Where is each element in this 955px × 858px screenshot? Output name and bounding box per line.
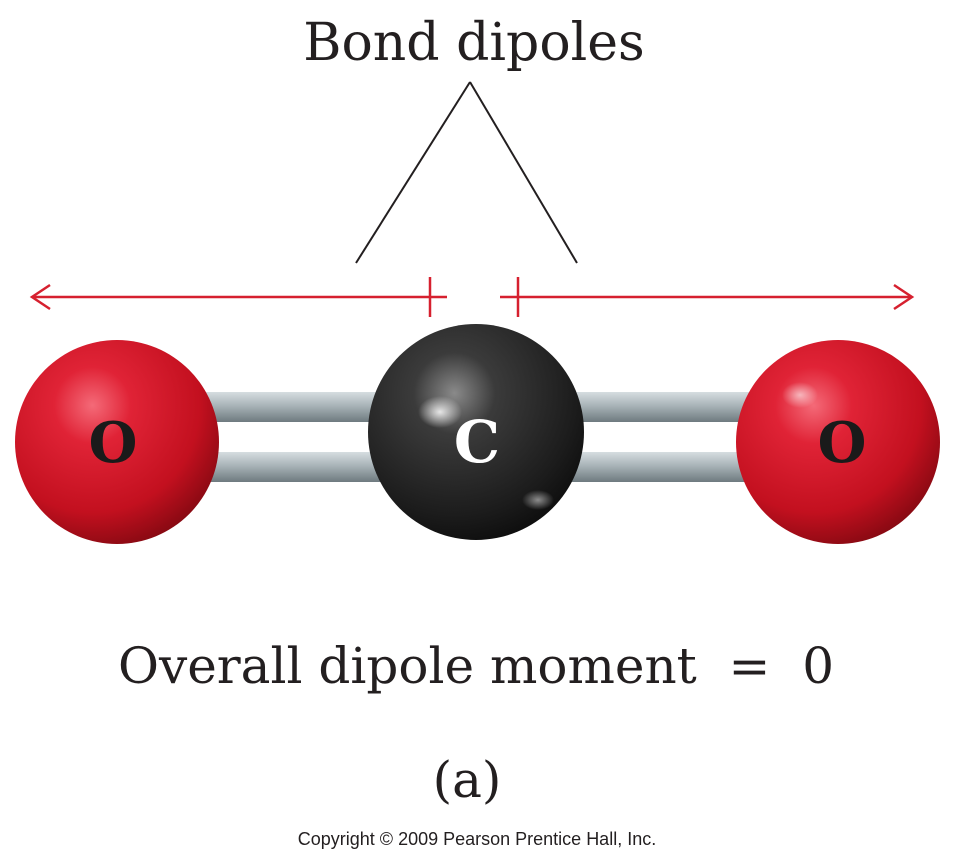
- carbon-atom: C: [368, 324, 584, 540]
- leader-line-left: [355, 81, 471, 264]
- carbon-highlight: [418, 396, 462, 428]
- bond-right-lower: [565, 452, 765, 482]
- bond-left-lower: [190, 452, 390, 482]
- dipole-arrow-right: [500, 277, 915, 317]
- oxygen-label-right: O: [818, 410, 867, 476]
- oxygen-sphere-left: [15, 340, 219, 544]
- double-bond-left: [190, 392, 390, 482]
- leader-line-right: [469, 81, 578, 264]
- carbon-label: C: [454, 408, 500, 476]
- panel-label: (a): [433, 751, 502, 809]
- copyright-notice: Copyright © 2009 Pearson Prentice Hall, …: [298, 829, 656, 849]
- bond-left-upper: [190, 392, 390, 422]
- dipole-arrow-left: [29, 277, 447, 317]
- oxygen-atom-right: O: [736, 340, 940, 544]
- dipole-arrow-left-head: [29, 283, 51, 311]
- bond-right-upper: [565, 392, 765, 422]
- leader-lines: [355, 81, 578, 264]
- double-bond-right: [565, 392, 765, 482]
- overall-dipole-caption: Overall dipole moment = 0: [118, 637, 834, 695]
- oxygen-label-left: O: [89, 410, 138, 476]
- bond-dipoles-title: Bond dipoles: [303, 13, 644, 73]
- oxygen-atom-left: O: [15, 340, 219, 544]
- carbon-sphere: [368, 324, 584, 540]
- dipole-arrow-right-head: [893, 283, 915, 311]
- oxygen-highlight-right: [782, 382, 818, 408]
- carbon-reflection: [522, 490, 554, 510]
